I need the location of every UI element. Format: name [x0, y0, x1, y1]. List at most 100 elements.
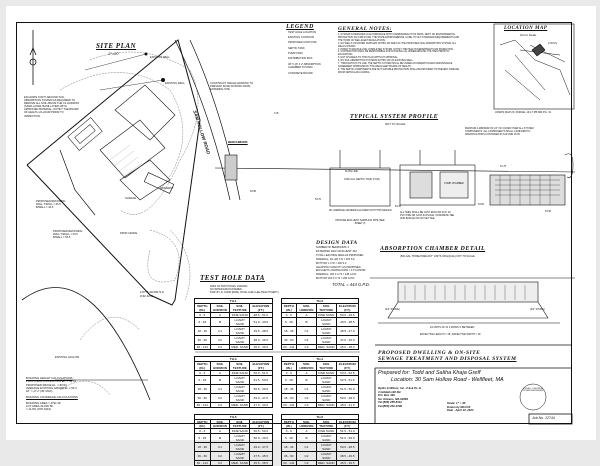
project-location: Location: 30 Sam Hollow Road - Wellfleet… [391, 377, 504, 383]
label-driveway: DRIVEWAY [160, 187, 174, 190]
column-header: DEPTH (IN.) [280, 303, 298, 313]
table-cell: 6 - 18 [194, 317, 211, 327]
firm-line: Tel.(508) 255-8312 [378, 400, 402, 404]
calc-line: BUILDING AREA = 4791 SF [26, 400, 62, 405]
table-cell: LOAMY SAND [315, 442, 337, 452]
label-garage: GARAGE [125, 197, 137, 200]
calc-line: PROPOSED RIDGE EL. = 80.53 [26, 382, 67, 387]
table-cell: 51.0 - 50.0 [335, 433, 360, 443]
table-cell: LOAMY SAND [229, 393, 251, 403]
well-radius-line [84, 53, 147, 71]
no-garbage-note: NO GARBAGE GRINDER ALLOWED WITH THIS DES… [328, 209, 393, 212]
test-hole-info-line: NO WATER ENCOUNTERED [210, 288, 242, 291]
column-header: ELEVATION (FT.) [249, 303, 273, 313]
firm-line: Fax(508) 240-2306 [378, 403, 402, 408]
test-hole-info: DATE OF TEST HOLES: 2/18/2021 NO WATER E… [210, 285, 279, 294]
flow-line-label: FLOW LINE [345, 170, 358, 173]
table-cell: 51.5 - 50.0 [335, 384, 360, 394]
table-cell: LOAMY SAND [229, 442, 251, 452]
column-header: ELEVATION (FT.) [335, 361, 360, 371]
table-cell: 36 - 60 [194, 393, 211, 403]
column-header: ELEVATION (FT.) [335, 419, 360, 429]
table-cell: 18 - 36 [194, 326, 211, 336]
elevation-label: 51.75 [500, 165, 506, 168]
table-cell: LOAMY SAND [315, 393, 337, 403]
table-cell: 6 - 18 [280, 375, 298, 385]
table-cell: LOAMY SAND [315, 335, 337, 345]
legend-item: 48' x 16' x 2' ABSORPTION CHAMBER SYSTEM [288, 63, 321, 70]
cover-note: MAINTAIN A MINIMUM OF 24" OF COVER OVER … [465, 127, 534, 136]
table-cell: C3 [209, 460, 231, 466]
column-header: ELEVATION (FT.) [249, 419, 273, 429]
project-title-line2: SEWAGE TREATMENT AND DISPOSAL SYSTEM [378, 356, 517, 362]
calc-line: = 11.9% (15% MAX) [26, 407, 52, 412]
table-cell: 50.0 - 49.0 [249, 433, 273, 443]
design-line: NUMBER OF BEDROOMS: 4 [316, 246, 350, 249]
table-cell: C3 [296, 402, 317, 408]
table-cell: 18 - 36 [194, 384, 211, 394]
general-notes-title: GENERAL NOTES: [338, 26, 393, 32]
calc-line: LOT AREA 40,000 SF [26, 404, 54, 409]
legend-item: PROPOSED CONTOUR [288, 41, 317, 45]
table-cell: LOAMY SAND [315, 326, 337, 336]
title-block-frame [374, 344, 573, 425]
table-cell: 46.5 - 39.5 [335, 460, 360, 466]
general-notes: GENERAL NOTES: 1. SYSTEM IS DESIGNED IN … [338, 26, 463, 75]
table-cell: 60 - 144 [280, 402, 298, 408]
column-header: DEPTH (IN.) [194, 419, 211, 429]
design-line: LEACHING CAPACITY AS PROPOSED [316, 265, 361, 269]
firm-line: 3 Giddiah Hill Rd. [378, 389, 402, 394]
column-header: DEPTH (IN.) [280, 419, 298, 429]
benchmark-label: BENCHMARK [228, 140, 248, 144]
column-header: SOIL TEXTURE [315, 361, 337, 371]
table-cell: FINE SAND [315, 370, 337, 376]
absorption-subtitle: (500-GAL "HOME PRECAST" UNITS OR EQUAL) … [400, 255, 475, 258]
table-cell: LOAMY SAND [229, 375, 251, 385]
firm-info: Ryder & Wilcox, Inc., P.E.& P.L.S. 3 Gid… [378, 386, 422, 408]
column-header: SOIL TEXTURE [315, 419, 337, 429]
septic-tank-label: 1500 GAL SEPTIC TANK (H-20) [344, 178, 380, 181]
column-header: SOIL HORIZON [209, 303, 231, 313]
drawing-scale: Scale: 1" = 30' [447, 401, 466, 405]
pump-chamber-label: PUMP CHAMBER [444, 182, 464, 185]
design-line: EFFLUENT LOADING RATE = 0.74 GPD/SF [316, 269, 366, 273]
elevation-label: 53.45 [395, 205, 401, 208]
label-lot: LOT 6 40,000 S.F. 0.92 Acs. [140, 290, 165, 299]
table-cell: 48.0 - 46.0 [249, 335, 273, 345]
system-profile-drawing [214, 150, 576, 207]
table-cell: 51.5 - 50.5 [249, 375, 273, 385]
table-cell: 36 - 60 [194, 335, 211, 345]
legend-item: EXISTING CONTOUR [288, 36, 314, 40]
table-cell: 36 - 60 [194, 451, 211, 461]
table-cell: FINE SAND [229, 312, 251, 318]
table-cell: LOAMY SAND [315, 433, 337, 443]
stone-label-right: (3/4" STONE) [530, 308, 545, 311]
excavation-note: Excavate for 5' around soil absorption s… [24, 96, 79, 118]
table-cell: LOAMY SAND [315, 451, 337, 461]
table-cell: 46.0 - 39.0 [249, 344, 273, 350]
table-cell: C3 [209, 344, 231, 350]
column-header: DEPTH (IN.) [194, 361, 211, 371]
table-cell: LOAMY SAND [229, 317, 251, 327]
label-construct-swale: CONSTRUCT SWALE GRADING TO PREVENT ROAD … [210, 82, 253, 91]
table-cell: 60 - 144 [194, 344, 211, 350]
table-cell: C3 [296, 344, 317, 350]
north-arrow-icon [29, 30, 37, 85]
column-header: SOIL TEXTURE [229, 303, 251, 313]
absorption-title: ABSORPTION CHAMBER DETAIL [380, 246, 486, 252]
note-item: 2. NO WELLS OR WATER SUPPLIES WITHIN 100… [338, 42, 457, 48]
test-hole-info-line: DATE OF TEST HOLES: 2/18/2021 [210, 285, 248, 288]
table-cell: MED. SAND [315, 402, 337, 408]
legend-item: SEPTIC TANK [288, 46, 305, 50]
calc-line: PROPOSED FOUNDATION EL. = 56.53 [26, 379, 77, 384]
